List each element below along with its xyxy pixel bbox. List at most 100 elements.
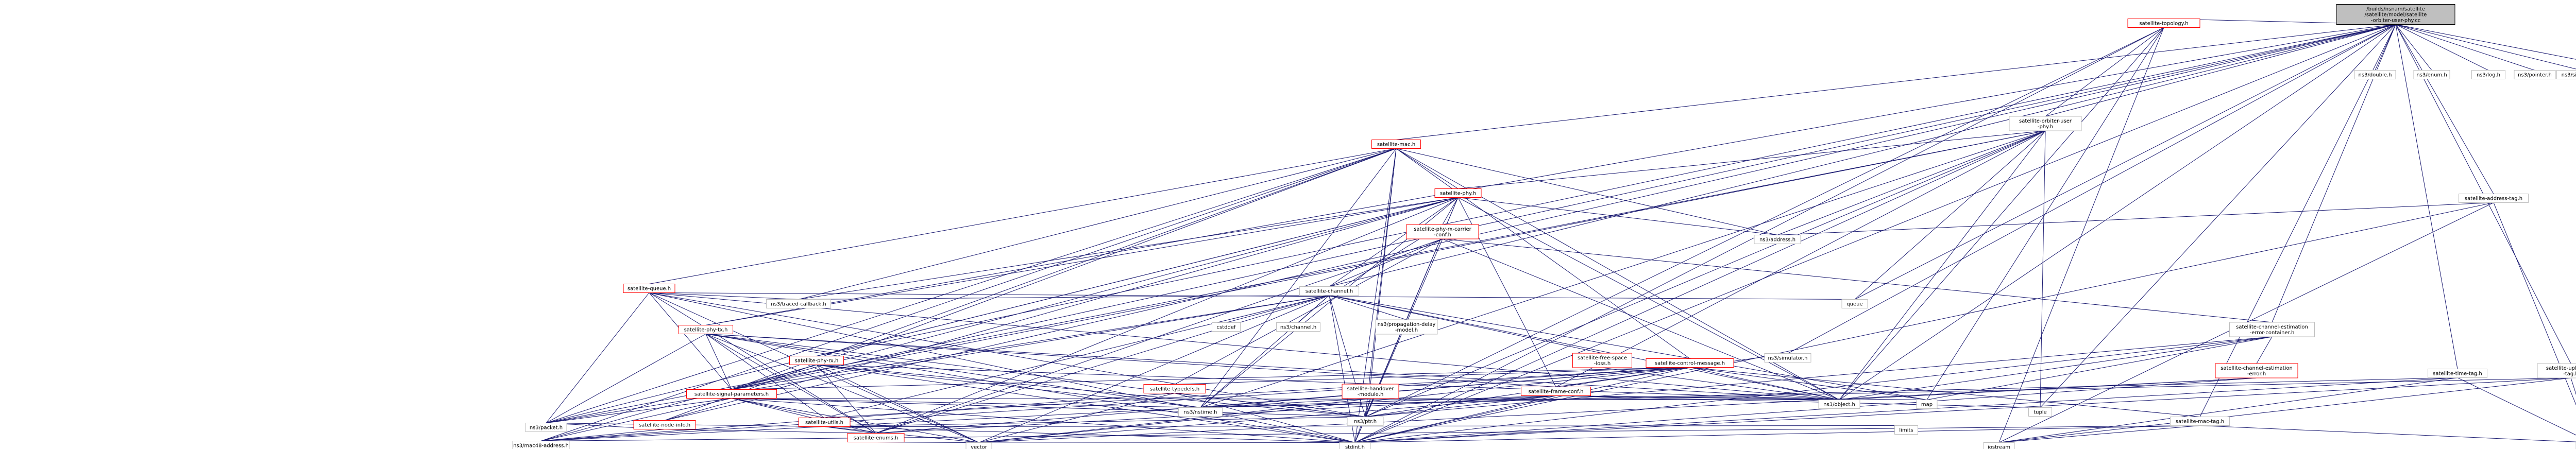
node-channel-h: satellite-channel.h <box>1299 286 1359 296</box>
node-box <box>1894 425 1918 435</box>
dependency-edge <box>1329 295 1407 320</box>
node-ns-nstime: ns3/nstime.h <box>1178 407 1223 417</box>
dependency-edge <box>1442 197 1459 225</box>
node-label: ns3/double.h <box>2359 73 2392 78</box>
node-label: satellite-utils.h <box>805 420 843 426</box>
node-label: -loss.h <box>1594 361 1611 367</box>
dependency-edge <box>2040 24 2396 408</box>
dependency-edge <box>2395 24 2489 71</box>
dependency-edge <box>2457 377 2576 436</box>
node-iostream: iostream <box>1983 442 2015 449</box>
dependency-edge <box>649 148 1397 284</box>
dependency-edge <box>1602 367 1840 400</box>
node-box <box>1406 224 1479 239</box>
node-signal-params-h[interactable]: satellite-signal-parameters.h <box>686 389 777 399</box>
node-chan-est-error-h[interactable]: satellite-channel-estimation-error.h <box>2215 363 2298 378</box>
dependency-edge <box>1365 27 2164 417</box>
node-mac-tag-h: satellite-mac-tag.h <box>2170 417 2230 426</box>
node-label: ns3/address.h <box>1759 237 1795 243</box>
dependency-edge <box>2045 24 2396 117</box>
dependency-edge <box>824 367 1690 418</box>
dependency-edge <box>705 334 1201 408</box>
node-ns-address: ns3/address.h <box>1754 235 1801 244</box>
node-box <box>1178 407 1223 417</box>
dependency-edge <box>1555 395 2041 408</box>
dependency-edge <box>1200 395 1556 408</box>
node-orbiter-user-phy-h: satellite-orbiter-user-phy.h <box>2009 116 2082 131</box>
dependency-edge <box>1442 238 2273 323</box>
node-ns-double: ns3/double.h <box>2354 70 2396 79</box>
node-box <box>798 418 851 427</box>
node-label: /satellite/model/satellite <box>2365 12 2427 18</box>
node-control-message-h[interactable]: satellite-control-message.h <box>1646 358 1734 368</box>
node-box <box>2514 70 2556 79</box>
dependency-edge <box>824 426 876 434</box>
dependency-edge <box>1200 295 1330 408</box>
dependency-edge <box>705 24 2396 325</box>
dependency-edge <box>649 292 979 443</box>
node-frame-conf-h[interactable]: satellite-frame-conf.h <box>1521 387 1591 396</box>
dependency-edge <box>1396 148 1778 235</box>
dependency-edge <box>1396 24 2396 140</box>
dependency-edge <box>1329 295 1603 354</box>
node-label: -model.h <box>1395 327 1418 333</box>
node-box <box>2537 363 2576 378</box>
node-free-space-loss-h[interactable]: satellite-free-space-loss.h <box>1572 353 1632 368</box>
graph-edges <box>540 19 2576 443</box>
node-typedefs-h[interactable]: satellite-typedefs.h <box>1143 384 1206 393</box>
dependency-edge <box>816 365 979 443</box>
dependency-edge <box>731 398 1840 400</box>
dependency-edge <box>546 292 650 423</box>
node-box <box>1143 384 1206 393</box>
dependency-edge <box>978 395 1556 443</box>
dependency-edge <box>1998 425 2200 443</box>
dependency-edge <box>546 398 732 423</box>
node-box <box>2336 4 2455 25</box>
node-box <box>1572 353 1632 368</box>
node-box <box>1434 188 1482 198</box>
dependency-edge <box>705 334 1556 387</box>
node-phy-tx-h[interactable]: satellite-phy-tx.h <box>679 325 733 334</box>
node-phy-rx-h[interactable]: satellite-phy-rx.h <box>789 356 844 365</box>
dependency-edge <box>816 365 1366 417</box>
node-mac-h[interactable]: satellite-mac.h <box>1371 140 1421 149</box>
node-enums-h[interactable]: satellite-enums.h <box>847 433 905 442</box>
node-box <box>2170 417 2230 426</box>
dependency-edge <box>978 377 2257 443</box>
node-handover-h[interactable]: satellite-handover-module.h <box>1342 384 1399 399</box>
node-box <box>2229 322 2315 337</box>
node-node-info-h[interactable]: satellite-node-info.h <box>633 420 696 429</box>
node-label: -error-container.h <box>2250 330 2295 336</box>
dependency-edge <box>1787 24 2396 354</box>
dependency-edge <box>1689 367 1840 400</box>
node-topology-h[interactable]: satellite-topology.h <box>2127 19 2200 28</box>
node-box <box>2009 116 2082 131</box>
dependency-edge <box>816 365 1201 408</box>
dependency-edge <box>1365 336 2273 417</box>
node-box <box>1841 299 1868 308</box>
node-box <box>2556 70 2576 79</box>
dependency-edge <box>731 398 1201 408</box>
node-label: -error.h <box>2247 371 2266 377</box>
node-queue-h[interactable]: satellite-queue.h <box>623 284 675 293</box>
node-box <box>1299 286 1359 296</box>
node-phy-h[interactable]: satellite-phy.h <box>1434 188 1482 198</box>
dependency-edge <box>540 398 732 441</box>
node-root[interactable]: /builds/nsnam/satellite/satellite/model/… <box>2336 4 2455 25</box>
node-utils-h[interactable]: satellite-utils.h <box>798 418 851 427</box>
node-box <box>1342 384 1399 399</box>
dependency-edge <box>1174 367 1690 385</box>
dependency-edge <box>1926 336 2273 400</box>
dependency-edge <box>731 130 2046 390</box>
dependency-edge <box>705 197 1459 325</box>
dependency-edge <box>731 398 979 443</box>
dependency-edge <box>540 429 665 441</box>
dependency-edge <box>731 367 1690 390</box>
dependency-edge <box>546 130 2046 423</box>
node-label: tuple <box>2033 410 2047 416</box>
dependency-edge <box>546 334 706 423</box>
dependency-edge <box>2256 336 2273 364</box>
node-label: -phy.h <box>2038 124 2053 130</box>
node-box <box>1339 442 1371 449</box>
node-phy-rx-carrier-conf-h[interactable]: satellite-phy-rx-carrier-conf.h <box>1406 224 1479 239</box>
